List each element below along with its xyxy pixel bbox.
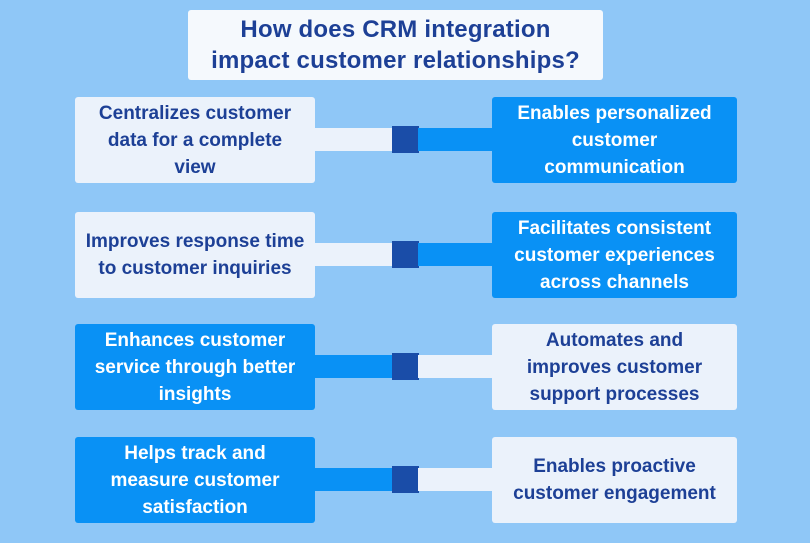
connector-bar-left (313, 355, 393, 378)
benefit-box-right: Facilitates consistent customer experien… (492, 212, 737, 298)
benefit-row-4: Helps track and measure customer satisfa… (0, 437, 810, 523)
benefit-text: Enables proactive customer engagement (513, 456, 716, 504)
benefit-box-left: Enhances customer service through better… (75, 324, 315, 410)
benefit-text: Facilitates consistent customer experien… (514, 217, 715, 293)
benefit-box-left: Centralizes customer data for a complete… (75, 97, 315, 183)
benefit-row-3: Enhances customer service through better… (0, 324, 810, 410)
connector-bar-left (313, 128, 393, 151)
benefit-text: Enhances customer service through better… (94, 329, 296, 405)
benefit-text: Centralizes customer data for a complete… (98, 102, 292, 178)
benefit-text: Enables personalized customer communicat… (517, 102, 712, 178)
connector-bar-left (313, 243, 393, 266)
benefit-box-left: Improves response time to customer inqui… (75, 212, 315, 298)
benefit-row-1: Centralizes customer data for a complete… (0, 97, 810, 183)
connector-bar-right (418, 128, 494, 151)
connector-square (392, 353, 419, 380)
benefit-text: Helps track and measure customer satisfa… (110, 442, 280, 518)
connector-bar-left (313, 468, 393, 491)
page-title: How does CRM integration impact customer… (211, 16, 580, 74)
benefit-text: Improves response time to customer inqui… (85, 231, 305, 279)
connector-bar-right (418, 468, 494, 491)
benefit-box-right: Automates and improves customer support … (492, 324, 737, 410)
title-box: How does CRM integration impact customer… (188, 10, 603, 80)
connector-bar-right (418, 243, 494, 266)
connector-square (392, 126, 419, 153)
connector-square (392, 466, 419, 493)
connector-square (392, 241, 419, 268)
benefit-row-2: Improves response time to customer inqui… (0, 212, 810, 298)
benefit-text: Automates and improves customer support … (526, 329, 703, 405)
benefit-box-right: Enables proactive customer engagement (492, 437, 737, 523)
connector-bar-right (418, 355, 494, 378)
benefit-box-left: Helps track and measure customer satisfa… (75, 437, 315, 523)
benefit-box-right: Enables personalized customer communicat… (492, 97, 737, 183)
